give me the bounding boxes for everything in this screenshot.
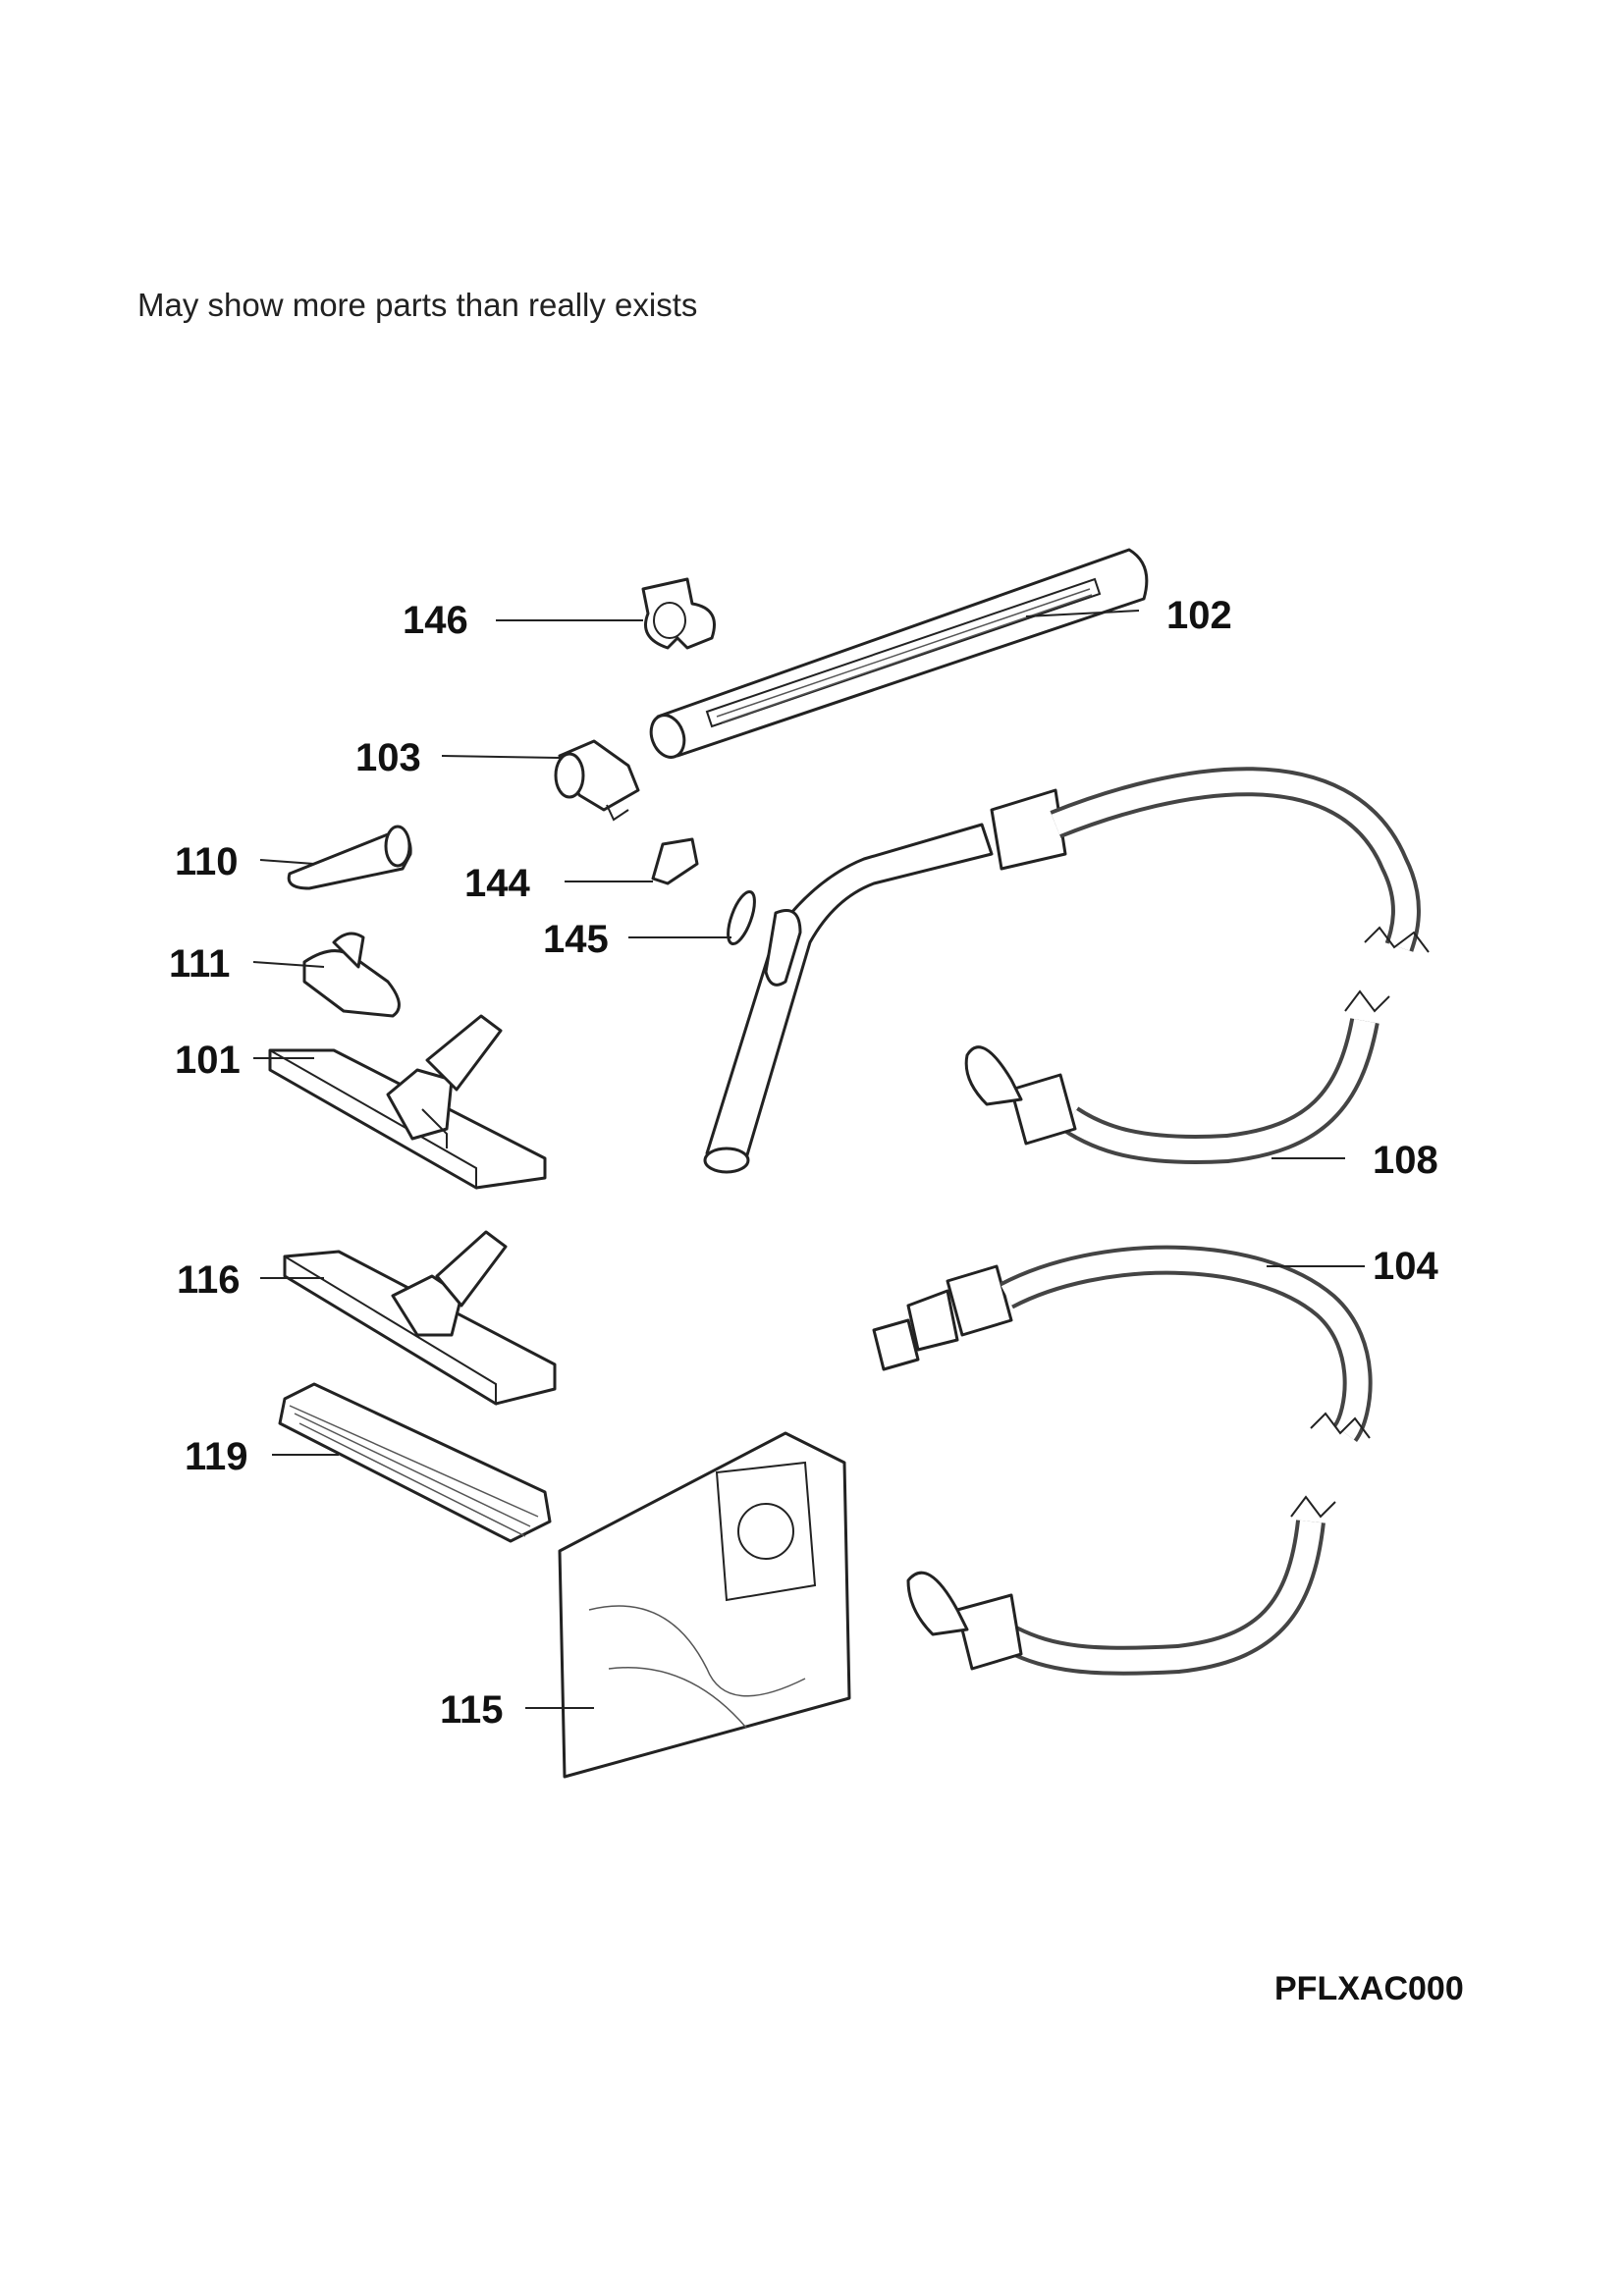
diagram-code: PFLXAC000: [1274, 1970, 1464, 2007]
label-101: 101: [175, 1039, 241, 1082]
label-110: 110: [175, 840, 239, 883]
label-104: 104: [1373, 1245, 1438, 1288]
part-111-upholstery-nozzle: [302, 932, 401, 1018]
part-144-clip: [651, 837, 699, 885]
part-101-floor-nozzle: [268, 1014, 547, 1190]
part-146-clip: [641, 577, 716, 650]
label-116: 116: [177, 1258, 241, 1302]
part-104-hose: [872, 1245, 1373, 1676]
part-145-clip: [727, 889, 756, 946]
label-144: 144: [464, 862, 530, 905]
label-119: 119: [185, 1435, 248, 1478]
leader-lines: [252, 610, 1365, 1709]
part-108-hose: [964, 767, 1430, 1164]
disclaimer-note: May show more parts than really exists: [137, 287, 698, 323]
part-103-adaptor: [554, 739, 640, 822]
label-102: 102: [1166, 594, 1232, 637]
part-110-crevice-nozzle: [287, 825, 412, 890]
label-111: 111: [169, 942, 230, 986]
part-115-dust-bag: [558, 1431, 851, 1779]
part-102-extension-tube: [649, 548, 1149, 759]
label-115: 115: [440, 1688, 504, 1732]
label-108: 108: [1373, 1139, 1438, 1182]
label-145: 145: [543, 918, 609, 961]
part-116-floor-nozzle: [283, 1230, 557, 1406]
label-146: 146: [403, 599, 468, 642]
label-103: 103: [355, 736, 421, 779]
part-number-labels: 146 102 103 110 144 145 111 101 108 104 …: [169, 594, 1438, 1732]
part-119-brush-strip: [278, 1382, 552, 1543]
handle-grip: [703, 823, 994, 1174]
